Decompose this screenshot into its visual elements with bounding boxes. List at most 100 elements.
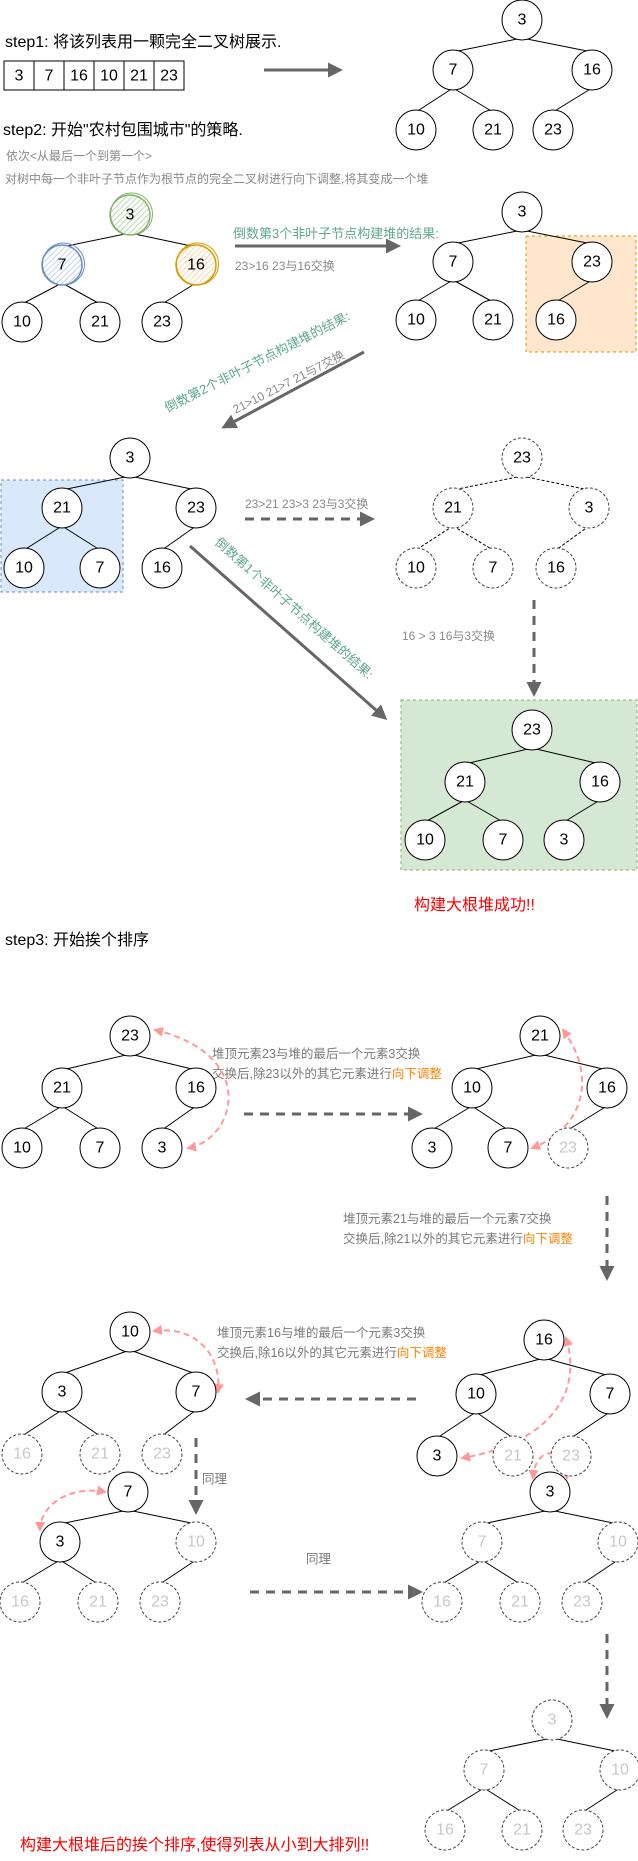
tree-edge: [61, 1053, 131, 1071]
array-cell: [153, 60, 185, 91]
tree-edge: [464, 799, 504, 823]
tree-edge: [424, 799, 466, 823]
tree-node: [41, 1371, 83, 1413]
tree-node-value: 7: [449, 254, 458, 271]
tree-node: [109, 1015, 151, 1057]
tree-node: [432, 49, 474, 91]
sort-note3-line2: 交换后,除16以外的其它元素进行向下调整: [217, 1345, 447, 1360]
tree-node-value: 3: [585, 500, 594, 517]
tree-node-value: 7: [499, 832, 508, 849]
arrow3: [189, 544, 388, 720]
tree-node: [1, 1433, 43, 1475]
tree-edge: [161, 525, 197, 551]
tree-node-value: 7: [489, 560, 498, 577]
tree-node: [79, 1433, 121, 1475]
tree-node: [472, 547, 514, 589]
array-cell: [123, 60, 155, 91]
tree-edge: [567, 1105, 608, 1131]
tree-node-value: 21: [444, 500, 462, 517]
tree-node: [550, 1435, 592, 1477]
tree-node-value: 7: [96, 1140, 105, 1157]
tree-node-value: 3: [126, 450, 135, 467]
tree-node: [139, 1581, 181, 1623]
tree-node-value: 16: [591, 774, 609, 791]
tree-node-value: 21: [484, 312, 502, 329]
step2-subtitle-desc: 对树中每一个非叶子节点作为根节点的完全二叉树进行向下调整,将其变成一个堆: [5, 171, 428, 186]
tree-node-value: 16: [547, 312, 565, 329]
array-cell-value: 10: [100, 68, 118, 85]
tree-node-value: 21: [53, 500, 71, 517]
tree-node: [416, 1435, 458, 1477]
tree-node: [487, 1127, 529, 1169]
tree-node-value: 16: [11, 1594, 29, 1611]
build-success-text: 构建大根堆成功!!: [414, 896, 535, 914]
tree-node-value: 3: [126, 207, 135, 224]
tree-node-value: 3: [548, 1712, 557, 1729]
tree-node: [561, 1581, 603, 1623]
tree-edge: [539, 1053, 608, 1071]
array-cell-value: 7: [45, 68, 54, 85]
tree-node-value: 16: [535, 1332, 553, 1349]
tree-edge: [415, 279, 454, 303]
tree-node: [0, 1581, 41, 1623]
arrow2: [221, 350, 365, 429]
tree-node-value: 10: [13, 1140, 31, 1157]
tree-node: [501, 191, 543, 233]
tree-edge: [129, 1349, 197, 1375]
tree-edge: [61, 1409, 101, 1437]
tree-node-value: 7: [606, 1386, 615, 1403]
tree-node-value: 21: [504, 1448, 522, 1465]
tree-node: [77, 1581, 119, 1623]
step1-title: step1: 将该列表用一颗完全二叉树展示.: [5, 33, 281, 51]
tree-node-value: 10: [463, 1080, 481, 1097]
tree-node-value: 16: [547, 560, 565, 577]
tree-node: [499, 1581, 541, 1623]
tree-node: [535, 547, 577, 589]
tree-node: [547, 1127, 589, 1169]
tree-node: [421, 1581, 463, 1623]
tree-node: [568, 487, 610, 529]
tree-edge: [23, 525, 63, 551]
tree-node-value: 3: [546, 1484, 555, 1501]
tree-edge: [475, 1357, 545, 1377]
tree-node-value: 7: [504, 1140, 513, 1157]
tree-node: [395, 299, 437, 341]
tree-edge: [552, 87, 593, 113]
arrow3-label: 倒数第1个非叶子节点构建堆的结果:: [212, 534, 376, 681]
tree-node-value: 23: [153, 314, 171, 331]
tree-edge: [452, 37, 523, 53]
step2-subtitle-order: 依次<从最后一个到第一个>: [6, 148, 152, 163]
tree-edge: [483, 1737, 553, 1753]
tree-node: [463, 1749, 505, 1791]
swap-arrow-s2: [530, 1028, 584, 1150]
array-cell-value: 16: [70, 68, 88, 85]
tree-node-value: 23: [523, 722, 541, 739]
tree-edge: [436, 1411, 477, 1439]
swap-arrow-s6: [528, 1452, 572, 1480]
tree-node-value: 16: [583, 62, 601, 79]
tree-node: [41, 1067, 83, 1109]
tree-edge: [551, 1737, 621, 1753]
tree-edge: [521, 229, 593, 245]
tree-edge: [471, 1105, 509, 1131]
tree-node: [411, 1127, 453, 1169]
tree-edge: [61, 1105, 101, 1131]
tree-node: [3, 547, 45, 589]
tree-node: [79, 301, 121, 343]
tree-node: [543, 819, 585, 861]
tree-edge: [531, 747, 601, 765]
tree-edge: [452, 279, 494, 303]
tree-node-value: 21: [511, 1594, 529, 1611]
tree-node-value: 23: [151, 1594, 169, 1611]
tree-node-value: 23: [121, 1028, 139, 1045]
tree-node: [586, 1067, 628, 1109]
tree-edge: [444, 1787, 485, 1813]
